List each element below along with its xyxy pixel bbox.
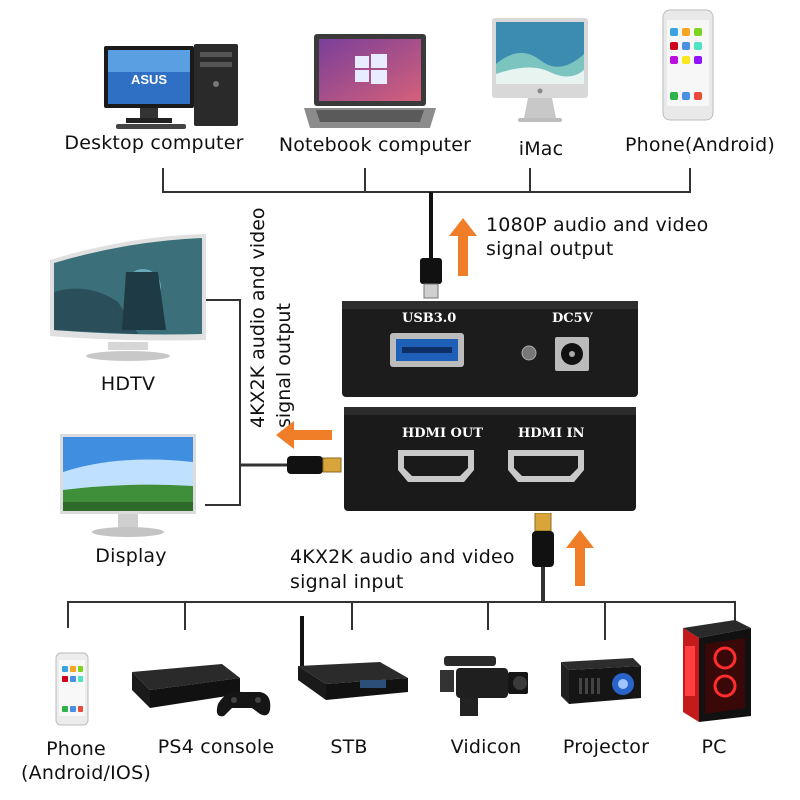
hdtv-icon xyxy=(50,234,206,361)
hdmi-input-label-line1: 4KX2K audio and video xyxy=(290,546,515,568)
hdmi-plug-icon xyxy=(532,513,554,567)
left-device-label: HDTV xyxy=(100,373,156,395)
bottom-device-label: Projector xyxy=(562,736,650,758)
bottom-device-label: Phone xyxy=(46,738,106,760)
usb-port-label: USB3.0 xyxy=(402,311,457,326)
phone-icon xyxy=(55,652,89,726)
left-device-label: Display xyxy=(95,545,167,567)
top-device-label: Desktop computer xyxy=(64,132,244,154)
up-arrow-icon xyxy=(449,218,477,276)
notebook-computer-icon xyxy=(304,34,436,128)
usb-signal-label-line1: 1080P audio and video xyxy=(486,214,709,236)
left-arrow-icon xyxy=(276,421,332,449)
bottom-device-label: PC xyxy=(701,736,727,758)
gaming-pc-icon xyxy=(683,620,751,722)
hdmi-input-label-line2: signal input xyxy=(290,571,404,593)
hdmi-in-port-label: HDMI IN xyxy=(518,426,585,441)
capture-box-icon xyxy=(342,301,638,511)
bottom-device-label: STB xyxy=(330,736,368,758)
bottom-device-label: Vidicon xyxy=(450,736,522,758)
desktop-computer-icon: ASUS xyxy=(104,44,238,129)
bottom-device-label: PS4 console xyxy=(157,736,275,758)
up-arrow-icon xyxy=(566,530,594,586)
android-phone-icon xyxy=(662,9,714,121)
hdmi-plug-icon xyxy=(287,456,342,474)
video-camera-icon xyxy=(440,656,528,716)
hdmi-output-label-line1: 4KX2K audio and video xyxy=(247,207,269,428)
top-device-label: Notebook computer xyxy=(278,134,472,156)
set-top-box-icon xyxy=(298,616,408,700)
projector-icon xyxy=(561,658,641,704)
usb-plug-icon xyxy=(420,258,442,299)
hdmi-output-label-line2: signal output xyxy=(273,303,295,428)
dc-port-label: DC5V xyxy=(552,311,593,326)
imac-icon xyxy=(492,18,588,122)
display-monitor-icon xyxy=(60,434,196,537)
top-device-label: Phone(Android) xyxy=(625,134,775,156)
top-device-label: iMac xyxy=(518,138,564,160)
bottom-device-label-line2: (Android/IOS) xyxy=(21,762,151,784)
svg-text:ASUS: ASUS xyxy=(131,72,167,87)
usb-signal-label-line2: signal output xyxy=(486,238,614,260)
ps4-console-icon xyxy=(132,664,271,717)
hdmi-out-port-label: HDMI OUT xyxy=(402,426,483,441)
